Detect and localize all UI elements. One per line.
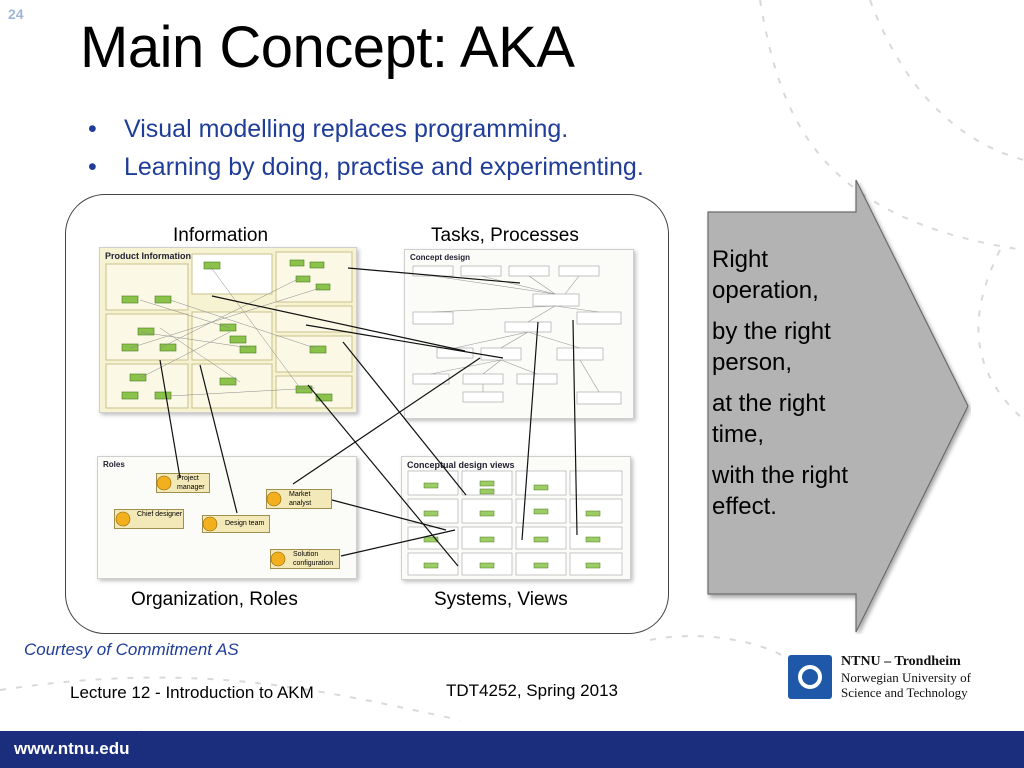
- role-design-team: Design team: [202, 515, 270, 533]
- ntnu-logo-icon: [788, 655, 832, 699]
- role-chief-designer: Chief designer: [114, 509, 184, 529]
- role-label: Chief designer: [137, 511, 183, 518]
- bullet-text: Visual modelling replaces programming.: [124, 115, 569, 143]
- ntnu-full-name-line: Science and Technology: [841, 685, 968, 700]
- slide-title: Main Concept: AKA: [80, 15, 575, 80]
- callout-line: with the right effect.: [712, 462, 849, 520]
- footer-url[interactable]: www.ntnu.edu: [14, 739, 130, 758]
- role-project-manager: Project manager: [156, 473, 210, 493]
- callout-line: Right operation,: [712, 246, 819, 304]
- slide-number: 24: [8, 6, 24, 22]
- information-label: Information: [173, 225, 269, 246]
- organization-roles-label: Organization, Roles: [131, 589, 298, 610]
- callout-line: by the right person,: [712, 318, 831, 376]
- ntnu-full-name-line: Norwegian University of: [841, 670, 971, 685]
- callout-text: Right operation, by the right person, at…: [712, 244, 877, 532]
- roles-title: Roles: [103, 460, 125, 469]
- roles-thumbnail: Roles Project manager Chief designer Des…: [97, 456, 357, 579]
- footer-bar: [0, 731, 1024, 768]
- conceptual-views-grid: [407, 470, 623, 576]
- role-label: Project manager: [177, 475, 205, 491]
- footer-course: TDT4252, Spring 2013: [446, 681, 618, 700]
- role-label: Solution configuration: [293, 551, 334, 567]
- callout-line: at the right time,: [712, 390, 826, 448]
- tasks-processes-label: Tasks, Processes: [431, 225, 579, 246]
- product-information-sketch: [105, 251, 353, 409]
- bullet-text: Learning by doing, practise and experime…: [124, 153, 644, 181]
- bullet-item: •Visual modelling replaces programming.: [88, 115, 569, 143]
- footer-lecture: Lecture 12 - Introduction to AKM: [70, 683, 314, 702]
- courtesy-note: Courtesy of Commitment AS: [24, 640, 239, 659]
- ntnu-full-name: Norwegian University of Science and Tech…: [841, 670, 971, 700]
- bullet-item: •Learning by doing, practise and experim…: [88, 153, 644, 181]
- role-label: Market analyst: [289, 491, 312, 507]
- conceptual-design-views-thumbnail: Conceptual design views: [401, 456, 631, 580]
- product-information-title: Product Information: [105, 251, 191, 261]
- roles-person-icons: [115, 475, 286, 567]
- ntnu-name: NTNU – Trondheim: [841, 654, 961, 669]
- callout-arrow: [707, 179, 969, 633]
- systems-views-label: Systems, Views: [434, 589, 568, 610]
- bullet-list: •Visual modelling replaces programming. …: [88, 110, 644, 186]
- concept-design-title: Concept design: [410, 253, 471, 262]
- concept-design-sketch: [412, 265, 622, 405]
- role-market-analyst: Market analyst: [266, 489, 332, 509]
- role-solution-configuration: Solution configuration: [270, 549, 340, 569]
- product-information-thumbnail: Product Information: [99, 247, 357, 413]
- conceptual-design-views-title: Conceptual design views: [407, 460, 515, 470]
- role-label: Design team: [225, 520, 265, 527]
- concept-design-thumbnail: Concept design: [404, 249, 634, 419]
